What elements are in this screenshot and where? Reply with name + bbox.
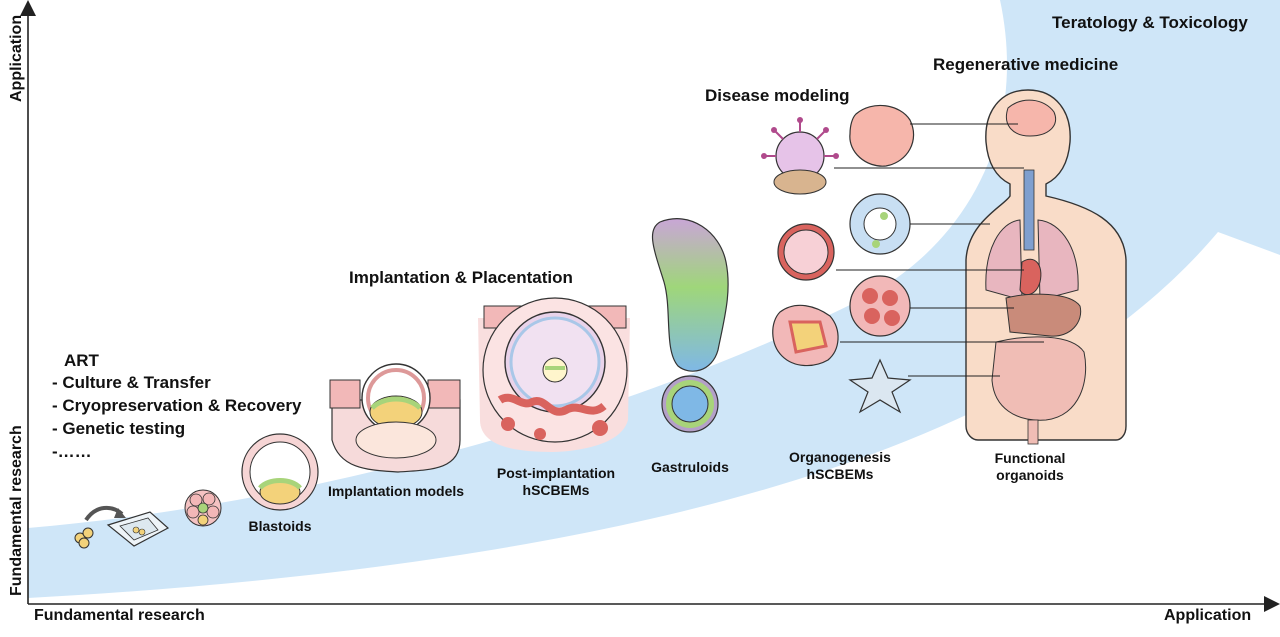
post-implantation-label-line1: Post-implantation bbox=[496, 465, 616, 481]
regenerative-medicine-label: Regenerative medicine bbox=[933, 55, 1119, 74]
post-implantation-icon bbox=[478, 297, 630, 452]
art-item-4: -…… bbox=[52, 442, 92, 461]
y-axis-start-label: Fundamental research bbox=[8, 425, 25, 596]
human-body-icon bbox=[965, 89, 1127, 445]
organ-connector-lines bbox=[834, 123, 1044, 377]
gastruloid-elongated-icon bbox=[651, 218, 729, 372]
functional-organoids-label-line1: Functional bbox=[994, 450, 1066, 466]
art-item-3: - Genetic testing bbox=[52, 419, 186, 438]
implantation-placentation-label: Implantation & Placentation bbox=[349, 268, 573, 287]
liver-organoid-icon bbox=[849, 275, 911, 337]
kidney-organoid-icon bbox=[848, 358, 912, 414]
zygote-icon bbox=[74, 527, 94, 549]
disease-modeling-label: Disease modeling bbox=[705, 86, 850, 105]
blastoid-icon bbox=[241, 433, 319, 511]
virus-icon bbox=[761, 117, 839, 195]
organogenesis-label-line1: Organogenesis bbox=[789, 449, 891, 465]
blastoids-label: Blastoids bbox=[248, 518, 312, 534]
implantation-model-icon bbox=[329, 363, 461, 473]
organogenesis-label-line2: hSCBEMs bbox=[806, 466, 874, 482]
cardiac-organoid-icon bbox=[777, 223, 835, 281]
lung-organoid-icon bbox=[849, 193, 911, 255]
morula-icon bbox=[184, 489, 222, 527]
gastruloids-label: Gastruloids bbox=[651, 459, 729, 475]
x-axis-start-label: Fundamental research bbox=[34, 607, 205, 624]
intestinal-organoid-icon bbox=[772, 304, 839, 367]
implantation-models-label: Implantation models bbox=[327, 483, 465, 499]
functional-organoids-label-line2: organoids bbox=[996, 467, 1064, 483]
brain-organoid-icon bbox=[849, 104, 915, 167]
y-axis-end-label: Application bbox=[8, 14, 25, 102]
gastruloid-round-icon bbox=[661, 375, 719, 433]
teratology-toxicology-label: Teratology & Toxicology bbox=[1052, 13, 1248, 32]
art-item-1: - Culture & Transfer bbox=[52, 373, 211, 392]
art-title: ART bbox=[64, 351, 99, 370]
post-implantation-label-line2: hSCBEMs bbox=[522, 482, 590, 498]
art-item-2: - Cryopreservation & Recovery bbox=[52, 396, 302, 415]
culture-dish-icon bbox=[106, 511, 170, 547]
x-axis-end-label: Application bbox=[1164, 607, 1252, 624]
